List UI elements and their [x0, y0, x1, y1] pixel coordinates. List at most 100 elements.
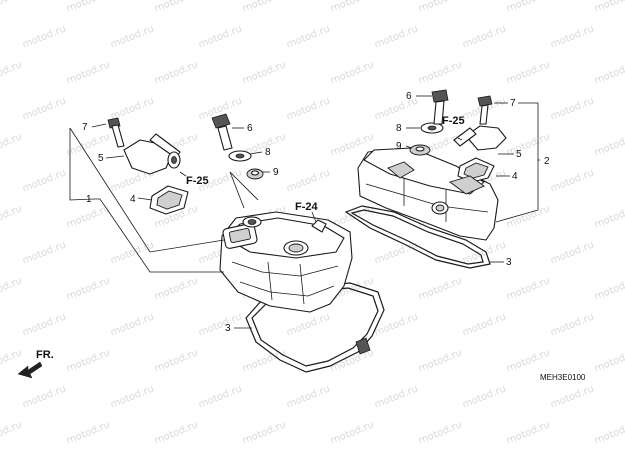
bolt-7-right-shank [479, 104, 489, 125]
watermark-text: motod.ru [109, 239, 156, 266]
callout-5-left: 5 [98, 153, 104, 164]
watermark-text: motod.ru [65, 59, 112, 86]
ref-label-f24: F-24 [295, 201, 319, 213]
watermark-text: motod.ru [21, 311, 68, 338]
watermark-text: motod.ru [21, 167, 68, 194]
watermark-text: motod.ru [0, 275, 24, 302]
watermark-text: motod.ru [21, 239, 68, 266]
rear-head-cover-assembly [344, 89, 540, 269]
rear-cover-plug-hole-inner [435, 204, 445, 212]
rear-cover-gasket-inner [350, 209, 484, 265]
f24-arrow [311, 211, 317, 223]
pcv-joint-outlet-hole [171, 156, 177, 164]
watermark-text: motod.ru [549, 311, 596, 338]
leader-1-bracket [69, 128, 95, 201]
watermark-text: motod.ru [417, 59, 464, 86]
front-direction-arrow: FR. [17, 349, 54, 379]
watermark-text: motod.ru [241, 0, 288, 15]
watermark-text: motod.ru [329, 59, 376, 86]
leader-4-left [137, 197, 153, 201]
front-head-cover-assembly [69, 113, 385, 373]
watermark-text: motod.ru [329, 0, 376, 15]
watermark-text: motod.ru [0, 203, 24, 230]
diagram-code: MEH3E0100 [540, 373, 586, 382]
watermark-text: motod.ru [0, 131, 24, 158]
watermark-text: motod.ru [65, 275, 112, 302]
watermark-text: motod.ru [109, 23, 156, 50]
seal-9-left-hole [250, 170, 260, 176]
direction-label: FR. [36, 349, 54, 361]
watermark-text: motod.ru [593, 203, 625, 230]
watermark-text: motod.ru [197, 383, 244, 410]
leader-assembly-link [69, 127, 225, 253]
watermark-text: motod.ru [153, 275, 200, 302]
watermark-text: motod.ru [285, 383, 332, 410]
watermark-text: motod.ru [417, 275, 464, 302]
watermark-text: motod.ru [549, 95, 596, 122]
leader-7-left [91, 123, 107, 128]
leader-2-bracket [518, 102, 540, 161]
callout-8-right: 8 [396, 123, 402, 134]
watermark-text: motod.ru [373, 95, 420, 122]
leader-8-left [249, 151, 263, 155]
leader-1 [94, 198, 224, 273]
watermark-text: motod.ru [65, 419, 112, 446]
watermark-text: motod.ru [329, 347, 376, 374]
washer-8-right-hole [427, 125, 437, 131]
front-cover-rib [267, 261, 273, 301]
watermark-text: motod.ru [153, 0, 200, 15]
callout-3-right: 3 [506, 257, 512, 268]
watermark-text: motod.ru [197, 23, 244, 50]
leader-9-left-v [229, 171, 259, 209]
leader-2-down [495, 160, 539, 223]
seal-9-right-hole [415, 146, 425, 152]
rear-cover-filler [387, 161, 415, 179]
watermark-text: motod.ru [549, 383, 596, 410]
watermark-text: motod.ru [593, 131, 625, 158]
watermark-text: motod.ru [593, 347, 625, 374]
front-cover-breather-inner [228, 227, 251, 244]
watermark-text: motod.ru [21, 383, 68, 410]
bolt-7-left-shank [111, 124, 125, 148]
watermark-text: motod.ru [461, 383, 508, 410]
watermark-text: motod.ru [285, 23, 332, 50]
watermark-text: motod.ru [549, 239, 596, 266]
leader-9-right [405, 145, 413, 149]
callout-2: 2 [544, 156, 550, 167]
watermark-text: motod.ru [21, 23, 68, 50]
watermark-text: motod.ru [241, 347, 288, 374]
watermark-text: motod.ru [285, 95, 332, 122]
watermark-text: motod.ru [593, 419, 625, 446]
callout-7-left: 7 [82, 122, 88, 133]
watermark-text: motod.ru [285, 311, 332, 338]
front-cover-rib [239, 281, 335, 297]
front-cover-plug-hole-inner [288, 243, 304, 253]
callout-6-right: 6 [406, 91, 412, 102]
watermark-text: motod.ru [109, 311, 156, 338]
watermark-text: motod.ru [0, 0, 24, 15]
watermark-text: motod.ru [461, 23, 508, 50]
reed-valve-seal-inner [156, 190, 183, 210]
pcv-joint-right [465, 125, 507, 151]
watermark-text: motod.ru [373, 311, 420, 338]
watermark-text: motod.ru [505, 59, 552, 86]
ref-label-f25-left: F-25 [186, 175, 209, 187]
callout-9-left: 9 [273, 167, 279, 178]
callout-8-left: 8 [265, 147, 271, 158]
leader-f25-left [179, 171, 187, 177]
watermark-text: motod.ru [417, 419, 464, 446]
front-cover-lower-stud [355, 337, 371, 355]
watermark-text: motod.ru [593, 275, 625, 302]
bolt-6-right-head [431, 89, 449, 103]
rear-cover-gasket [344, 205, 491, 269]
watermark-text: motod.ru [461, 239, 508, 266]
callout-3-left: 3 [225, 323, 231, 334]
leader-5-left [105, 155, 125, 159]
watermark-text: motod.ru [505, 131, 552, 158]
leader-f25-right [457, 137, 463, 141]
callout-6-left: 6 [247, 123, 253, 134]
rear-cover-rib [365, 183, 489, 213]
callout-4-right: 4 [512, 171, 518, 182]
watermark-text: motod.ru [197, 311, 244, 338]
watermark-text: motod.ru [65, 347, 112, 374]
